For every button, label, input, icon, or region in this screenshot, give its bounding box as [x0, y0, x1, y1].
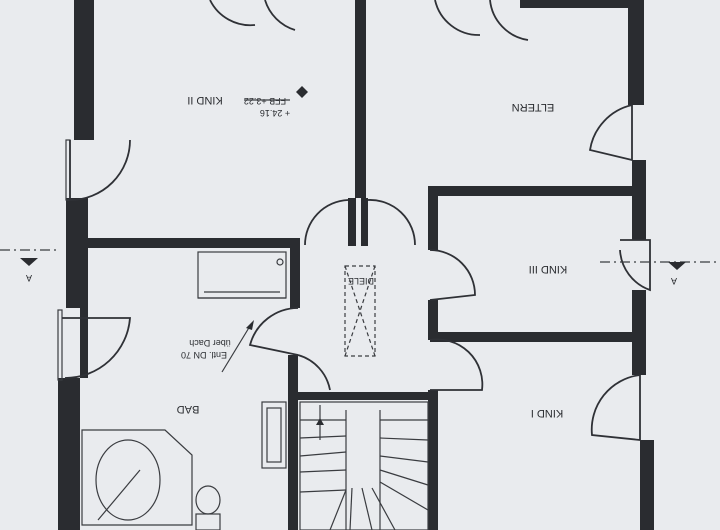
room-label-bad: BAD	[177, 403, 200, 415]
room-label-eltern: ELTERN	[512, 101, 555, 113]
level-annotation-1: + 24.16	[260, 108, 290, 118]
room-label-kind2: KIND II	[187, 94, 222, 106]
bath-fixtures	[81, 251, 287, 530]
room-label-kind1: KIND I	[531, 407, 563, 419]
walls	[58, 0, 654, 530]
section-marker-left: A	[26, 273, 32, 283]
room-label-diele: DIELE	[348, 276, 374, 286]
annotations: + 24.16 FFB +3.22 Entl. DN 70 über Dach …	[26, 86, 677, 360]
vent-annotation-2: über Dach	[189, 338, 231, 348]
stairs	[299, 401, 429, 530]
section-line	[0, 249, 720, 270]
room-labels: KIND II ELTERN KIND III KIND I BAD DIELE	[177, 94, 568, 419]
level-marker-icon	[296, 86, 308, 98]
attic-hatch	[344, 265, 376, 357]
level-annotation-2: FFB +3.22	[244, 96, 286, 106]
vent-annotation-1: Entl. DN 70	[181, 350, 227, 360]
room-label-kind3: KIND III	[529, 263, 568, 275]
section-marker-right: A	[671, 276, 677, 286]
doors	[57, 0, 651, 441]
